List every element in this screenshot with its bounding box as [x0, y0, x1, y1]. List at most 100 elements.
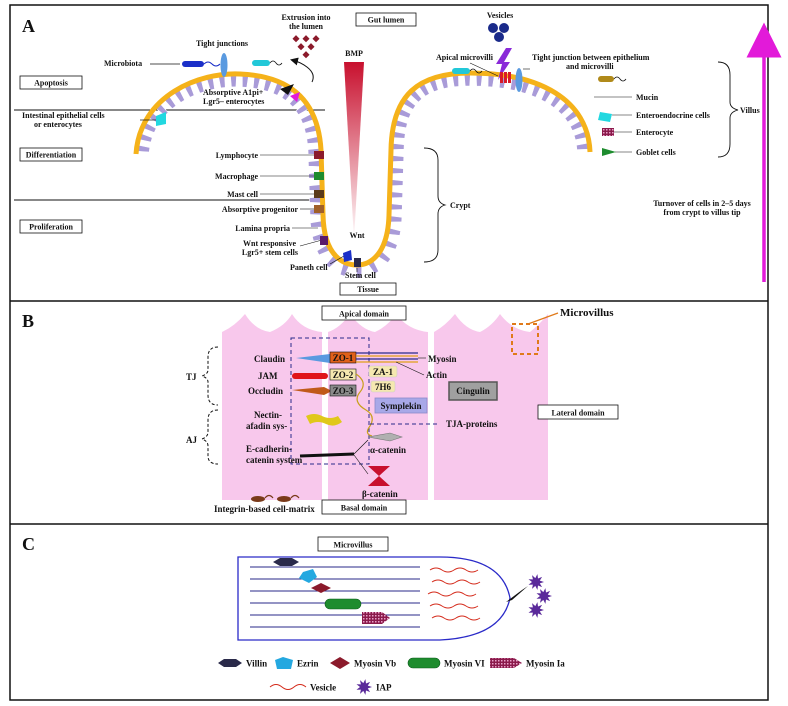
- za1-label: ZA-1: [373, 367, 393, 377]
- absorptive-a1pi-label: Absorptive A1pi+: [203, 88, 264, 97]
- paneth-cell: [343, 250, 352, 262]
- claudin-protein: [296, 354, 330, 363]
- nectin-label-1: Nectin-: [254, 410, 282, 420]
- jam-protein: [292, 373, 328, 379]
- iap-stars: [528, 574, 552, 618]
- vesicle-waves: [427, 567, 481, 621]
- cingulin-label: Cingulin: [456, 386, 490, 396]
- extrusion-label-1: Extrusion into: [281, 13, 330, 22]
- lamina-propria-label: Lamina propria: [235, 224, 290, 233]
- legend-label: Villin: [246, 659, 267, 669]
- gut-lumen-box: [355, 12, 417, 27]
- extrusion-debris: [292, 35, 320, 59]
- villin-in-microvillus: [273, 558, 299, 566]
- microvillus-b-label: Microvillus: [560, 307, 614, 319]
- right-bacterium-brown-flagellum: [613, 76, 627, 82]
- crypt-label: Crypt: [450, 201, 471, 210]
- diamond-icon: [330, 657, 350, 669]
- star-icon: [356, 679, 372, 695]
- lymphocyte-label: Lymphocyte: [216, 151, 259, 160]
- occludin-protein: [292, 387, 332, 395]
- extruding-cell-magenta: [290, 92, 300, 102]
- claudin-label: Claudin: [254, 354, 285, 364]
- checked-pill-icon: [490, 658, 522, 668]
- absorptive-progenitor-label: Absorptive progenitor: [222, 205, 299, 214]
- tight-junctions-label: Tight junctions: [196, 39, 248, 48]
- lateral-domain-box: [537, 404, 619, 420]
- alpha-catenin-protein: [367, 432, 403, 442]
- panel-b-letter: B: [22, 311, 34, 331]
- apical-domain-box: [321, 305, 407, 321]
- enterocyte-cell: [602, 128, 614, 136]
- wnt-responsive-label-1: Wnt responsive: [243, 239, 296, 248]
- bmp-gradient: [344, 62, 364, 240]
- apical-microvilli-leader: [469, 62, 499, 77]
- legend-label: Myosin Vb: [354, 659, 396, 669]
- right-bacterium-flagellum: [469, 68, 483, 74]
- nectin-afadin-protein: [306, 414, 342, 426]
- zo1-label: ZO-1: [333, 353, 354, 363]
- villus-label: Villus: [740, 106, 760, 115]
- beta-catenin-protein: [368, 466, 390, 486]
- cingulin-box: [448, 381, 498, 401]
- wnt-responsive-leader: [299, 239, 323, 247]
- macrophage-cell: [314, 172, 324, 180]
- beta-catenin-link: [353, 454, 369, 475]
- right-bacterium-cyan: [452, 68, 470, 74]
- cell-3: [434, 314, 548, 500]
- myosin-vb-in-microvillus: [311, 583, 331, 593]
- wavy-line-icon: [269, 684, 307, 690]
- microvillus-outline: [237, 556, 511, 641]
- tight-junction-marker-left: [220, 53, 228, 77]
- bmp-label: BMP: [345, 49, 363, 58]
- microvillus-c-label: Microvillus: [334, 541, 373, 550]
- legend-item-ezrin: Ezrin: [275, 657, 319, 669]
- iap-star: [536, 588, 552, 604]
- tissue-box: [339, 282, 397, 296]
- iap-release-cone: [506, 586, 528, 602]
- microvillus-c-box: [317, 536, 389, 552]
- lgr5-enterocytes-label: Lgr5– enterocytes: [203, 97, 264, 106]
- villus-bracket: [717, 61, 739, 158]
- enteroendocrine-cell: [598, 112, 612, 122]
- wnt-label: Wnt: [349, 231, 364, 240]
- alpha-catenin-link: [353, 439, 369, 455]
- panel-c-letter: C: [22, 534, 35, 554]
- microbiota-flagellum: [203, 61, 221, 67]
- legend-item-vesicle: Vesicle: [269, 683, 336, 693]
- panel-b: B Apical domain Basal domain Lateral dom…: [22, 305, 619, 515]
- mast-cell-cell: [314, 190, 324, 198]
- right-bacterium-brown: [598, 76, 614, 82]
- integrin-symbols: [251, 494, 300, 502]
- actin-leader: [395, 361, 425, 376]
- tj-label: TJ: [186, 372, 197, 382]
- pill-icon: [407, 657, 441, 669]
- enterocyte-label: Enterocyte: [636, 128, 674, 137]
- figure-border: [9, 4, 769, 701]
- zone-differentiation: Differentiation: [26, 151, 77, 160]
- jam-label: JAM: [258, 371, 278, 381]
- tight-junction-label-2: and microvilli: [566, 62, 614, 71]
- absorptive-progenitor-cell: [314, 205, 324, 213]
- zo1-box: [329, 351, 357, 364]
- ezrin-in-microvillus: [299, 569, 317, 583]
- panel-a-letter: A: [22, 16, 35, 36]
- mucin-label: Mucin: [636, 93, 659, 102]
- symplekin-label: Symplekin: [380, 401, 421, 411]
- vesicles-label: Vesicles: [487, 11, 513, 20]
- mast-cell-label: Mast cell: [227, 190, 259, 199]
- panel-a: A Apoptosis Differentiation Proliferatio…: [14, 11, 782, 296]
- intestinal-label-2: or enterocytes: [34, 120, 82, 129]
- zo3-box: [329, 384, 357, 397]
- hexagon-icon: [218, 659, 242, 667]
- iap-star: [528, 602, 544, 618]
- zone-box-apoptosis: [19, 75, 83, 90]
- goblet-label: Goblet cells: [636, 148, 676, 157]
- extruding-cell-black: [280, 84, 294, 95]
- tight-junction-label-1: Tight junction between epithelium: [532, 53, 650, 62]
- basal-domain-box: [321, 499, 407, 515]
- lateral-domain-label: Lateral domain: [551, 409, 605, 418]
- 7h6-label: 7H6: [375, 382, 392, 392]
- zone-apoptosis: Apoptosis: [34, 79, 68, 88]
